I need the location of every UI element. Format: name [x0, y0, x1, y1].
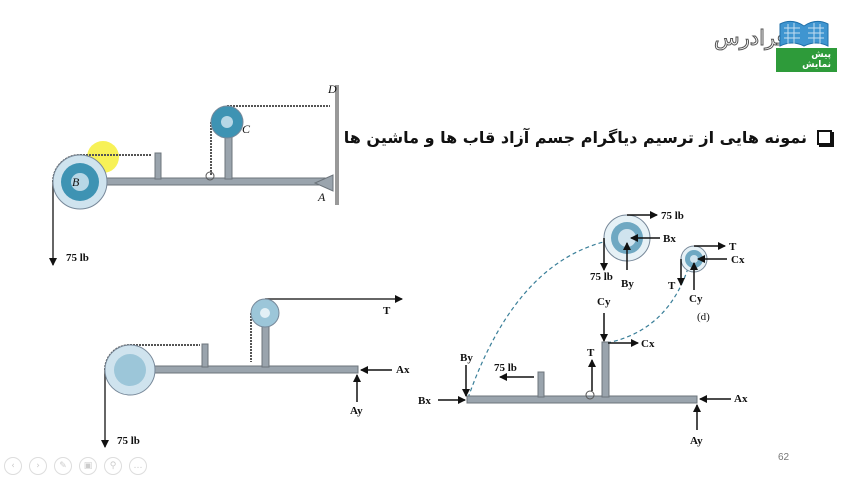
bx-label: Bx — [418, 395, 431, 407]
next-icon[interactable]: › — [29, 457, 47, 475]
checkbox-bullet-icon — [817, 130, 832, 145]
ax-label: Ax — [396, 364, 410, 376]
by-label: By — [460, 352, 473, 364]
tension-label: T — [383, 305, 391, 317]
cx-label: Cx — [731, 254, 745, 266]
t-label: T — [587, 347, 595, 359]
ay-label: Ay — [690, 435, 703, 447]
label-b: B — [72, 175, 80, 189]
label-a: A — [317, 190, 326, 204]
cy-label: Cy — [689, 293, 703, 305]
slides-icon[interactable]: ▣ — [79, 457, 97, 475]
zoom-icon[interactable]: ⚲ — [104, 457, 122, 475]
label-d: D — [327, 82, 337, 96]
faradars-logo[interactable]: فرادرس پیش نمایش — [712, 14, 837, 72]
previous-icon[interactable]: ‹ — [4, 457, 22, 475]
pulley-b-fbd: 75 lb Bx 75 lb By — [590, 210, 684, 290]
cy-label: Cy — [597, 296, 611, 308]
load-down-label: 75 lb — [590, 271, 613, 283]
t-down-label: T — [668, 280, 676, 292]
bx-label: Bx — [663, 233, 676, 245]
slide-title: نمونه هایی از ترسیم دیاگرام جسم آزاد قاب… — [344, 128, 832, 147]
frame-diagram-a: 75 lb B C D A — [49, 82, 339, 266]
load-label: 75 lb — [117, 435, 140, 447]
load-label: 75 lb — [66, 252, 89, 264]
cx-label: Cx — [641, 338, 655, 350]
page-number: 62 — [778, 452, 790, 463]
ay-label: Ay — [350, 405, 363, 417]
more-icon[interactable]: … — [129, 457, 147, 475]
logo-text: فرادرس — [714, 26, 788, 51]
pulley-c-fbd: T Cx T Cy (d) — [668, 241, 745, 323]
pen-icon[interactable]: ✎ — [54, 457, 72, 475]
by-label: By — [621, 278, 634, 290]
t-top-label: T — [729, 241, 737, 253]
slide-title-text: نمونه هایی از ترسیم دیاگرام جسم آزاد قاب… — [343, 128, 807, 147]
book-icon — [779, 20, 829, 47]
figure-caption: (d) — [697, 311, 710, 323]
load-top-label: 75 lb — [661, 210, 684, 222]
presentation-controls: ‹ › ✎ ▣ ⚲ … — [4, 457, 147, 475]
free-body-diagram: Bx By 75 lb T Cy Cx Ax Ay 75 lb Bx 75 lb… — [418, 210, 748, 447]
load-label: 75 lb — [494, 362, 517, 374]
label-c: C — [242, 122, 251, 136]
ax-label: Ax — [734, 393, 748, 405]
preview-badge: پیش نمایش — [776, 48, 837, 72]
frame-diagram-b: 75 lb T Ax Ay — [101, 295, 410, 448]
